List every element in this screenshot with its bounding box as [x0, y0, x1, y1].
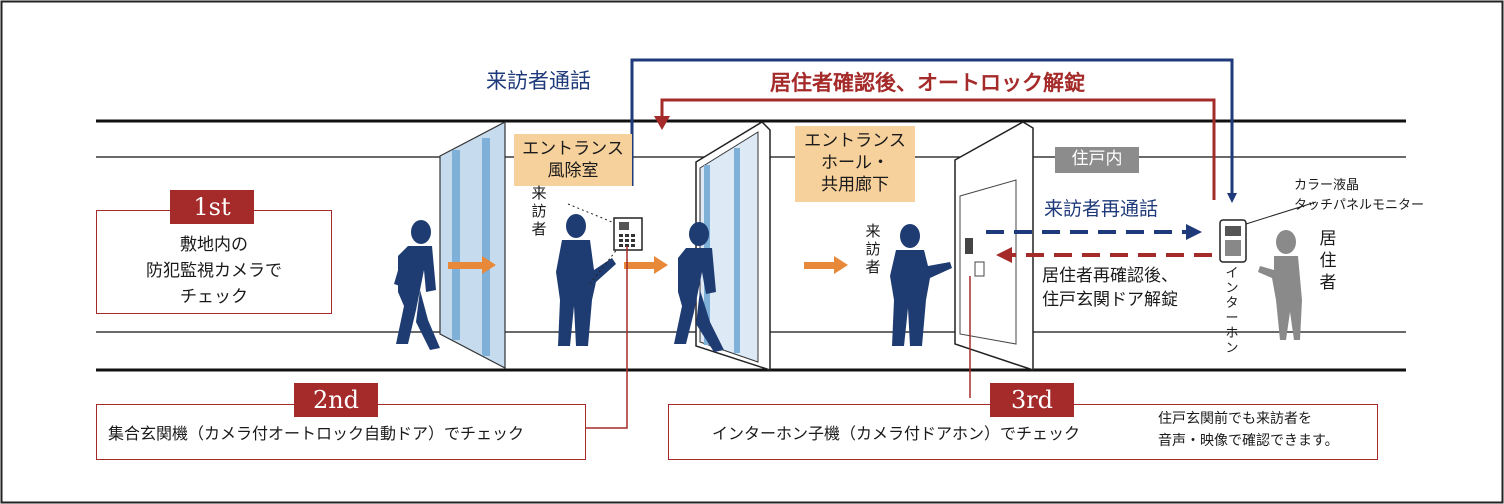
monitor-pointer-line: [1245, 201, 1317, 225]
dwelling-label: 住戸内: [1071, 149, 1123, 169]
step3-text: インターホン子機（カメラ付ドアホン）でチェック: [712, 424, 1081, 443]
auto-lock-release-label: 居住者確認後、オートロック解錠: [770, 71, 1085, 95]
visitor-label-2: 来訪者: [865, 222, 881, 276]
visitor-figure-4: [890, 224, 952, 346]
unit-door: [954, 121, 1034, 372]
flow-arrows: [448, 256, 848, 274]
step3-note: 住戸玄関前でも来訪者を 音声・映像で確認できます。: [1158, 411, 1339, 449]
step3-badge: 3rd: [990, 383, 1074, 417]
step2-text: 集合玄関機（カメラ付オートロック自動ドア）でチェック: [108, 424, 525, 443]
visitor-label-1: 来訪者: [531, 184, 547, 238]
visitor-figure-1: [394, 220, 440, 350]
door-release-head: [996, 247, 1012, 263]
entrance-hall-label: エントランス ホール・ 共用廊下: [795, 126, 915, 202]
resident-monitor: [1219, 219, 1247, 263]
visitor-recall-head: [1186, 224, 1202, 240]
door-release-label: 居住者再確認後、 住戸玄関ドア解錠: [1042, 266, 1178, 310]
step2-badge: 2nd: [294, 383, 378, 417]
visitor-call-line: [630, 58, 1237, 203]
resident-figure: [1258, 230, 1302, 340]
auto-lock-release-line: [660, 98, 1216, 200]
step1-badge: 1st: [170, 190, 254, 224]
visitor-figure-3: [674, 222, 724, 352]
step1-text: 敷地内の 防犯監視カメラで チェック: [146, 235, 282, 307]
intercom-label: インターホン: [1225, 266, 1239, 356]
auto-door: [695, 121, 771, 372]
entrance-panel: [613, 217, 643, 251]
visitor-call-label: 来訪者通話: [486, 69, 591, 93]
visitor-recall-label: 来訪者再通話: [1044, 198, 1159, 220]
step2-connector: [586, 246, 628, 429]
entrance-vestibule-label: エントランス 風除室: [514, 134, 632, 186]
resident-label: 居住者: [1319, 229, 1337, 293]
dwelling-label-bg: [1055, 147, 1139, 173]
glass-door-1: [439, 121, 506, 369]
monitor-label: カラー液晶 タッチパネルモニター: [1294, 178, 1425, 213]
auto-lock-release-head: [654, 116, 670, 130]
visitor-figure-2: [556, 214, 616, 346]
